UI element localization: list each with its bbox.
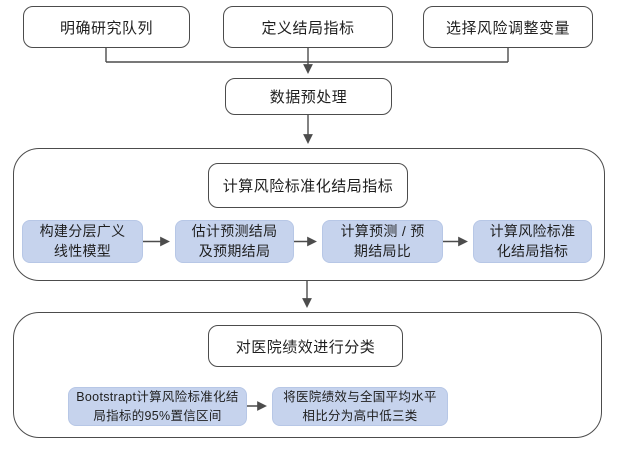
step-calc-predicted-expected-ratio: 计算预测 / 预 期结局比 — [322, 220, 443, 263]
box-data-preprocessing: 数据预处理 — [225, 78, 392, 115]
section1-title-box: 计算风险标准化结局指标 — [208, 163, 408, 208]
section2-title-box: 对医院绩效进行分类 — [208, 325, 403, 367]
box-define-outcome-indicator: 定义结局指标 — [223, 6, 393, 48]
step-classify-high-medium-low: 将医院绩效与全国平均水平 相比分为高中低三类 — [272, 387, 448, 426]
step-bootstrap-confidence-interval: Bootstrapt计算风险标准化结 局指标的95%置信区间 — [68, 387, 247, 426]
merge-connector-line — [105, 48, 509, 63]
box-define-cohort: 明确研究队列 — [23, 6, 190, 48]
box-select-risk-adjustment-variables: 选择风险调整变量 — [423, 6, 593, 48]
step-calc-risk-standardized-indicator: 计算风险标准 化结局指标 — [473, 220, 592, 263]
step-estimate-predicted-expected-outcomes: 估计预测结局 及预期结局 — [175, 220, 294, 263]
step-build-hierarchical-glm: 构建分层广义 线性模型 — [22, 220, 143, 263]
